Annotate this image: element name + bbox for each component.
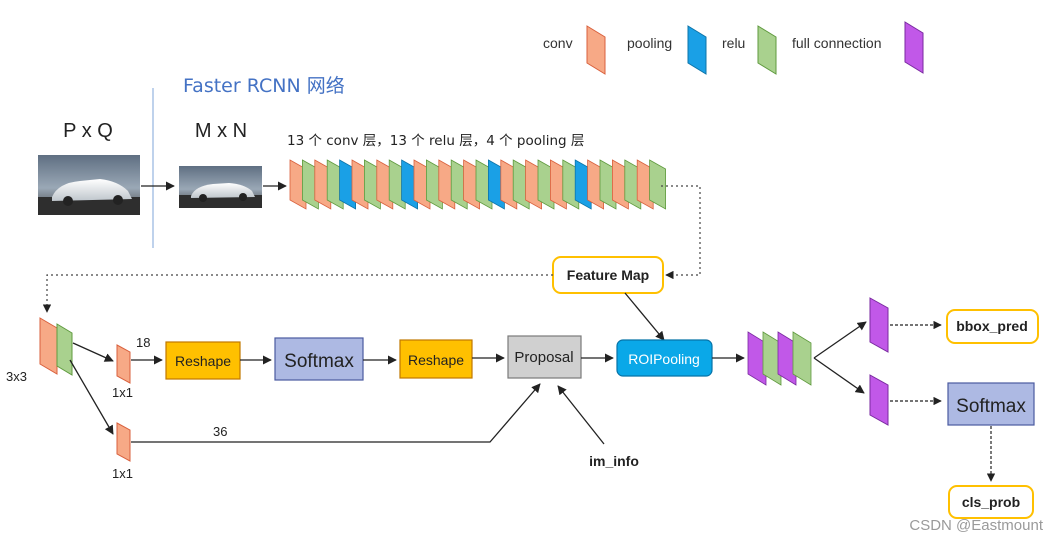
input-image-mn [179, 166, 262, 208]
backbone-layers [289, 159, 666, 210]
dashed-arrow-to-rpn [42, 274, 553, 313]
cls-prob-box: cls_prob [948, 485, 1034, 519]
mn-label: M x N [195, 120, 247, 142]
backbone-layer-conv-8 [376, 159, 394, 210]
bbox-pred-label: bbox_pred [956, 318, 1028, 334]
dashed-arrow-to-feature-map [661, 185, 701, 280]
fc-cls [869, 374, 889, 426]
legend-fc-swatch [904, 21, 924, 74]
legend-pooling-label: pooling [627, 35, 672, 51]
legend-conv-label: conv [543, 35, 573, 51]
legend-fc-label: full connection [792, 35, 882, 51]
im-info-label: im_info [589, 453, 639, 469]
pq-label: P x Q [63, 120, 113, 142]
arrow-im-info-to-proposal [557, 385, 605, 445]
arrow-to-conv1x1-top [72, 342, 114, 362]
legend-pooling-swatch [687, 25, 707, 75]
legend-conv-swatch [586, 25, 606, 75]
legend: conv pooling relu full connection [543, 21, 924, 75]
rpn-conv1x1-bottom [116, 422, 131, 462]
reshape1-box: Reshape [165, 341, 241, 380]
feature-map-box: Feature Map [552, 256, 664, 294]
output-softmax-label: Softmax [956, 396, 1026, 417]
roi-fc-layer-relu-2 [762, 331, 782, 386]
arrow-feature-map-to-roipooling [624, 292, 665, 341]
legend-relu-swatch [757, 25, 777, 75]
roi-fc-layer-relu-4 [792, 331, 812, 386]
reshape2-box: Reshape [399, 339, 473, 379]
legend-relu-label: relu [722, 35, 745, 51]
feature-map-label: Feature Map [567, 267, 649, 283]
bbox-pred-box: bbox_pred [946, 309, 1039, 344]
rpn-conv3x3 [39, 317, 58, 375]
cls-prob-label: cls_prob [962, 494, 1020, 510]
backbone-layer-conv-3 [314, 159, 332, 210]
fc-bbox [869, 297, 889, 353]
proposal-label: Proposal [514, 349, 573, 366]
fc-layers [747, 331, 812, 386]
roi-fc-layer-full_connection-1 [747, 331, 767, 386]
watermark: CSDN @Eastmount [909, 517, 1043, 534]
softmax-label: Softmax [284, 351, 354, 372]
conv3x3-label: 3x3 [6, 369, 27, 384]
conv1x1-top-label: 1x1 [112, 385, 133, 400]
rpn-conv1x1-top [116, 344, 131, 384]
arrow-to-conv1x1-bottom [69, 359, 114, 435]
reshape2-label: Reshape [408, 352, 464, 368]
channels-18-label: 18 [136, 335, 150, 350]
proposal-box: Proposal [507, 335, 582, 379]
channels-36-label: 36 [213, 424, 227, 439]
roi-fc-layer-full_connection-3 [777, 331, 797, 386]
softmax-box: Softmax [274, 337, 364, 381]
input-image-pq [38, 155, 140, 215]
arrow-to-bbox-branch [813, 321, 867, 359]
roipooling-box: ROIPooling [616, 339, 713, 377]
output-softmax-box: Softmax [947, 382, 1035, 426]
backbone-caption: 13 个 conv 层，13 个 relu 层，4 个 pooling 层 [287, 133, 584, 149]
backbone-layer-relu-30 [649, 159, 666, 210]
arrow-bottom-to-proposal [131, 383, 541, 443]
rpn-relu [56, 323, 73, 376]
diagram-title: Faster RCNN 网络 [183, 75, 345, 97]
backbone-layer-conv-13 [438, 159, 456, 210]
arrow-to-cls-branch [813, 357, 865, 394]
reshape1-label: Reshape [175, 353, 231, 369]
conv1x1-bottom-label: 1x1 [112, 466, 133, 481]
roipooling-label: ROIPooling [628, 351, 700, 367]
